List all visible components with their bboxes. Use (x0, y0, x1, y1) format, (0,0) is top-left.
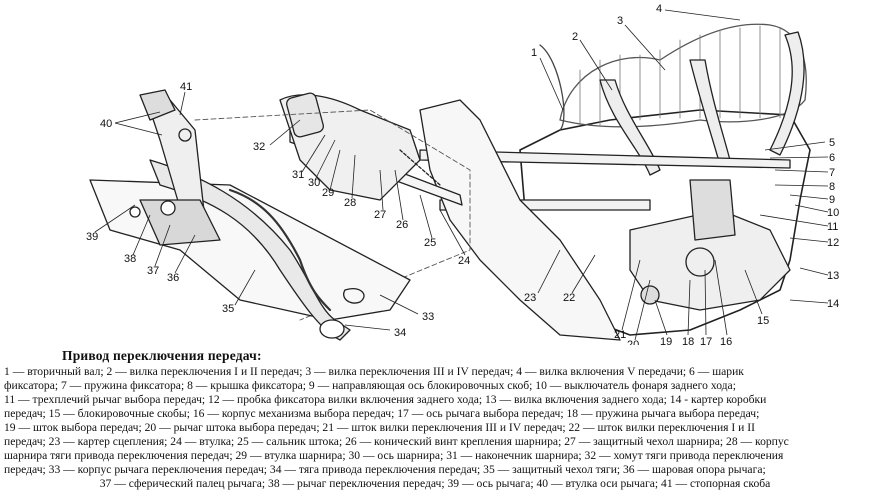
gearshift-drive-illustration: 1 2 3 4 5 6 7 8 9 10 11 12 13 14 15 16 1… (86, 3, 839, 345)
callout-8: 8 (829, 181, 835, 193)
caption-line: 19 — шток выбора передач; 20 — рычаг што… (4, 421, 755, 434)
callout-34: 34 (394, 327, 406, 339)
callout-7: 7 (829, 167, 835, 179)
shift-fork-5 (769, 31, 805, 156)
tube-boot (228, 188, 332, 312)
callout-28: 28 (344, 197, 356, 209)
callout-41: 41 (180, 81, 192, 93)
exploded-view-frame (194, 109, 471, 321)
callout-30: 30 (308, 177, 320, 189)
callout-40: 40 (100, 118, 112, 130)
callout-35: 35 (222, 303, 234, 315)
callout-12: 12 (827, 237, 839, 249)
figure-caption: Привод переключения передач: 1 — вторичн… (0, 346, 870, 498)
lever-housing (89, 179, 411, 321)
callout-18: 18 (682, 336, 694, 345)
callout-31: 31 (292, 169, 304, 181)
callout-25: 25 (424, 237, 436, 249)
callout-37: 37 (147, 265, 159, 277)
callout-16: 16 (720, 336, 732, 345)
caption-line: передач; 33 — корпус рычага переключения… (4, 463, 766, 476)
callout-17: 17 (700, 336, 712, 345)
callout-33: 33 (422, 311, 434, 323)
shift-fork-1-2 (599, 79, 661, 176)
shift-fork-3-4 (689, 59, 731, 166)
callout-19: 19 (660, 336, 672, 345)
callout-5: 5 (829, 137, 835, 149)
callout-26: 26 (396, 219, 408, 231)
callout-24: 24 (458, 255, 470, 267)
caption-line: фиксатора; 7 — пружина фиксатора; 8 — кр… (4, 379, 736, 392)
callout-13: 13 (827, 270, 839, 282)
callout-27: 27 (374, 209, 386, 221)
callout-22: 22 (563, 292, 575, 304)
caption-line: 1 — вторичный вал; 2 — вилка переключени… (4, 365, 744, 378)
callout-9: 9 (829, 194, 835, 206)
caption-title: Привод переключения передач: (62, 348, 262, 363)
callout-29: 29 (322, 187, 334, 199)
gearshift-tube (149, 159, 351, 341)
callout-36: 36 (167, 272, 179, 284)
callout-1: 1 (531, 47, 537, 59)
clutch-housing (419, 99, 621, 341)
selector-mechanism (629, 209, 791, 311)
callout-38: 38 (124, 253, 136, 265)
caption-line: шарнира тяги привода переключения переда… (4, 449, 784, 462)
callout-10: 10 (827, 207, 839, 219)
callout-32: 32 (253, 141, 265, 153)
callout-21: 21 (614, 329, 626, 341)
output-shaft (539, 44, 565, 131)
callout-2: 2 (572, 31, 578, 43)
callout-39: 39 (86, 231, 98, 243)
lever-knob-joint (139, 89, 176, 121)
callout-14: 14 (827, 298, 839, 310)
callout-4: 4 (656, 3, 662, 15)
callout-6: 6 (829, 152, 835, 164)
caption-line: 11 — трехплечий рычаг выбора передач; 12… (4, 393, 767, 406)
caption-line: передач; 23 — картер сцепления; 24 — вту… (4, 435, 789, 448)
callout-3: 3 (617, 15, 623, 27)
caption-line: 37 — сферический палец рычага; 38 — рыча… (99, 477, 771, 490)
callout-15: 15 (757, 315, 769, 327)
callout-23: 23 (524, 292, 536, 304)
caption-line: передач; 15 — блокировочные скобы; 16 — … (4, 407, 760, 420)
callout-20: 20 (627, 339, 639, 345)
shift-rod (419, 149, 791, 169)
callout-11: 11 (827, 221, 838, 233)
